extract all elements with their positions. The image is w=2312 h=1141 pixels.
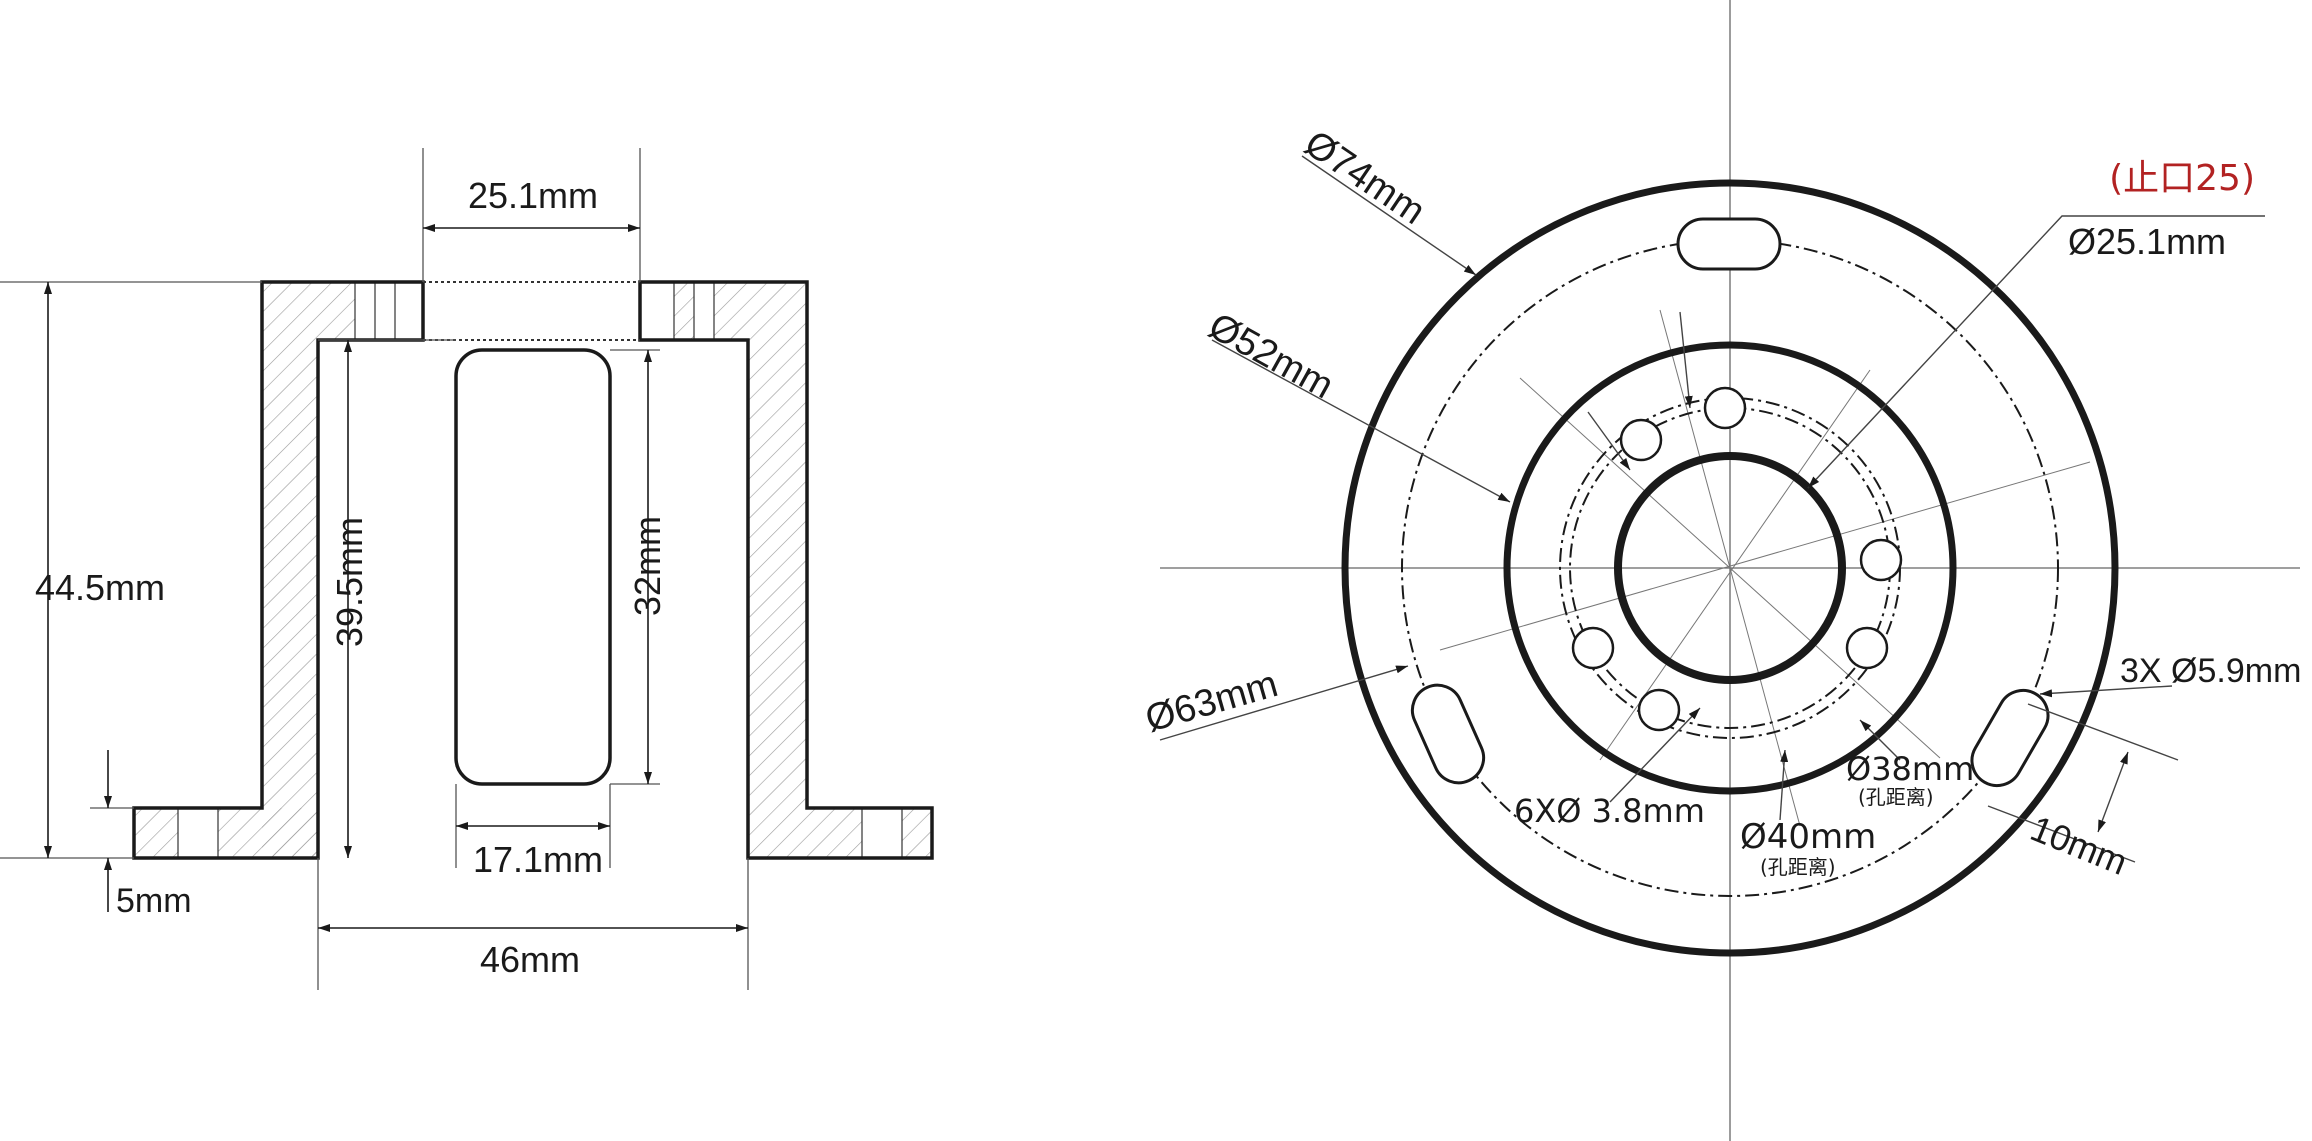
label-pcd-40: Ø40mm (1740, 817, 1876, 857)
small-hole (1703, 386, 1747, 430)
leader-lines (1159, 155, 2265, 863)
label-pcd-38-note: (孔距离) (1858, 785, 1934, 809)
ring-circle-52 (1503, 341, 1957, 795)
small-hole (1619, 418, 1663, 462)
small-hole (1637, 688, 1681, 732)
dim-flange-thickness: 5mm (116, 882, 192, 920)
label-slot-circle-diameter: Ø63mm (1141, 663, 1282, 741)
dim-inner-height: 39.5mm (329, 517, 370, 647)
small-hole (1859, 538, 1903, 582)
inner-slot (454, 348, 612, 786)
outer-circle-74 (1341, 179, 2119, 957)
label-outer-diameter: Ø74mm (1297, 123, 1433, 233)
dimension-lines (44, 224, 748, 932)
slot-hole (1676, 217, 1782, 271)
part-outline-right (638, 280, 934, 860)
label-ring-diameter: Ø52mm (1202, 305, 1341, 407)
label-spigot-note: (止口25) (2109, 158, 2255, 199)
label-small-holes: 6XØ 3.8mm (1514, 792, 1705, 830)
section-hatching (134, 282, 932, 858)
dim-total-height: 44.5mm (35, 567, 165, 608)
slots-group (1410, 217, 2050, 788)
dim-slot-width: 17.1mm (473, 839, 603, 880)
small-hole (1845, 626, 1889, 670)
dim-slot-height: 32mm (627, 516, 668, 616)
slot-hole (1970, 688, 2050, 788)
label-slot-length: 10mm (2025, 807, 2133, 882)
top-view: Ø74mm Ø52mm Ø63mm (止口25) Ø25.1mm 3X Ø5.9… (1141, 0, 2301, 1141)
label-pcd-38: Ø38mm (1846, 750, 1974, 788)
dim-top-width: 25.1mm (468, 175, 598, 216)
bore-circle-25 (1614, 452, 1846, 684)
small-hole (1571, 626, 1615, 670)
small-holes-group (1571, 386, 1903, 732)
label-slot-holes: 3X Ø5.9mm (2120, 652, 2301, 690)
side-section-view: 25.1mm 44.5mm 39.5mm 32mm 17.1mm 5mm 46m… (0, 148, 934, 990)
label-pcd-40-note: (孔距离) (1760, 855, 1836, 879)
dim-inner-width: 46mm (480, 939, 580, 980)
label-bore-diameter: Ø25.1mm (2068, 221, 2226, 262)
slot-hole (1410, 683, 1486, 785)
